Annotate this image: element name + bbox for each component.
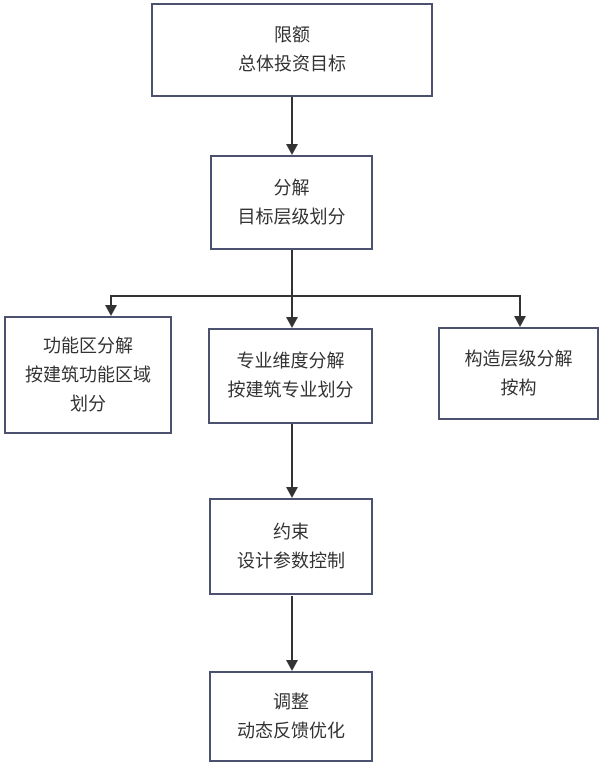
node-subtitle-2: 划分 bbox=[70, 393, 106, 414]
node-quota-overall-investment-target: 限额 总体投资目标 bbox=[151, 3, 433, 97]
connector-discipline-to-constraint bbox=[291, 424, 293, 487]
node-constraint-design-parameters: 约束 设计参数控制 bbox=[209, 498, 373, 595]
node-title: 分解 bbox=[273, 177, 310, 198]
node-subtitle: 按建筑专业划分 bbox=[227, 380, 354, 400]
node-subtitle: 设计参数控制 bbox=[237, 550, 345, 571]
connector-constraint-to-adjust bbox=[291, 596, 293, 660]
node-functional-zone-decomposition: 功能区分解 按建筑功能区域 划分 bbox=[4, 316, 172, 434]
node-discipline-dimension-decomposition: 专业维度分解 按建筑专业划分 bbox=[208, 328, 373, 424]
node-subtitle: 按建筑功能区域 bbox=[25, 364, 151, 385]
node-decompose-target-levels: 分解 目标层级划分 bbox=[210, 155, 373, 250]
node-title: 限额 bbox=[274, 25, 310, 45]
node-construction-level-decomposition: 构造层级分解 按构 bbox=[438, 327, 599, 420]
branch-bar bbox=[110, 295, 521, 297]
node-title: 构造层级分解 bbox=[464, 348, 573, 369]
node-adjust-dynamic-feedback: 调整 动态反馈优化 bbox=[209, 671, 373, 762]
connector-branch-to-functional bbox=[110, 296, 112, 306]
arrowhead-down-icon bbox=[105, 305, 117, 316]
node-title: 调整 bbox=[273, 691, 309, 712]
node-title: 专业维度分解 bbox=[236, 351, 345, 371]
node-title: 约束 bbox=[273, 521, 309, 542]
arrowhead-down-icon bbox=[286, 144, 298, 155]
connector-branch-to-construction bbox=[519, 296, 521, 316]
node-subtitle: 目标层级划分 bbox=[237, 206, 346, 227]
connector-branch-to-discipline bbox=[291, 296, 293, 317]
node-title: 功能区分解 bbox=[43, 335, 133, 356]
connector-quota-to-decompose bbox=[291, 97, 293, 144]
arrowhead-down-icon bbox=[286, 487, 298, 498]
node-subtitle: 按构 bbox=[500, 377, 537, 398]
connector-decompose-to-branch bbox=[291, 250, 293, 296]
node-subtitle: 动态反馈优化 bbox=[237, 720, 345, 741]
arrowhead-down-icon bbox=[286, 660, 298, 671]
arrowhead-down-icon bbox=[514, 316, 526, 327]
arrowhead-down-icon bbox=[286, 317, 298, 328]
node-subtitle: 总体投资目标 bbox=[238, 54, 346, 74]
